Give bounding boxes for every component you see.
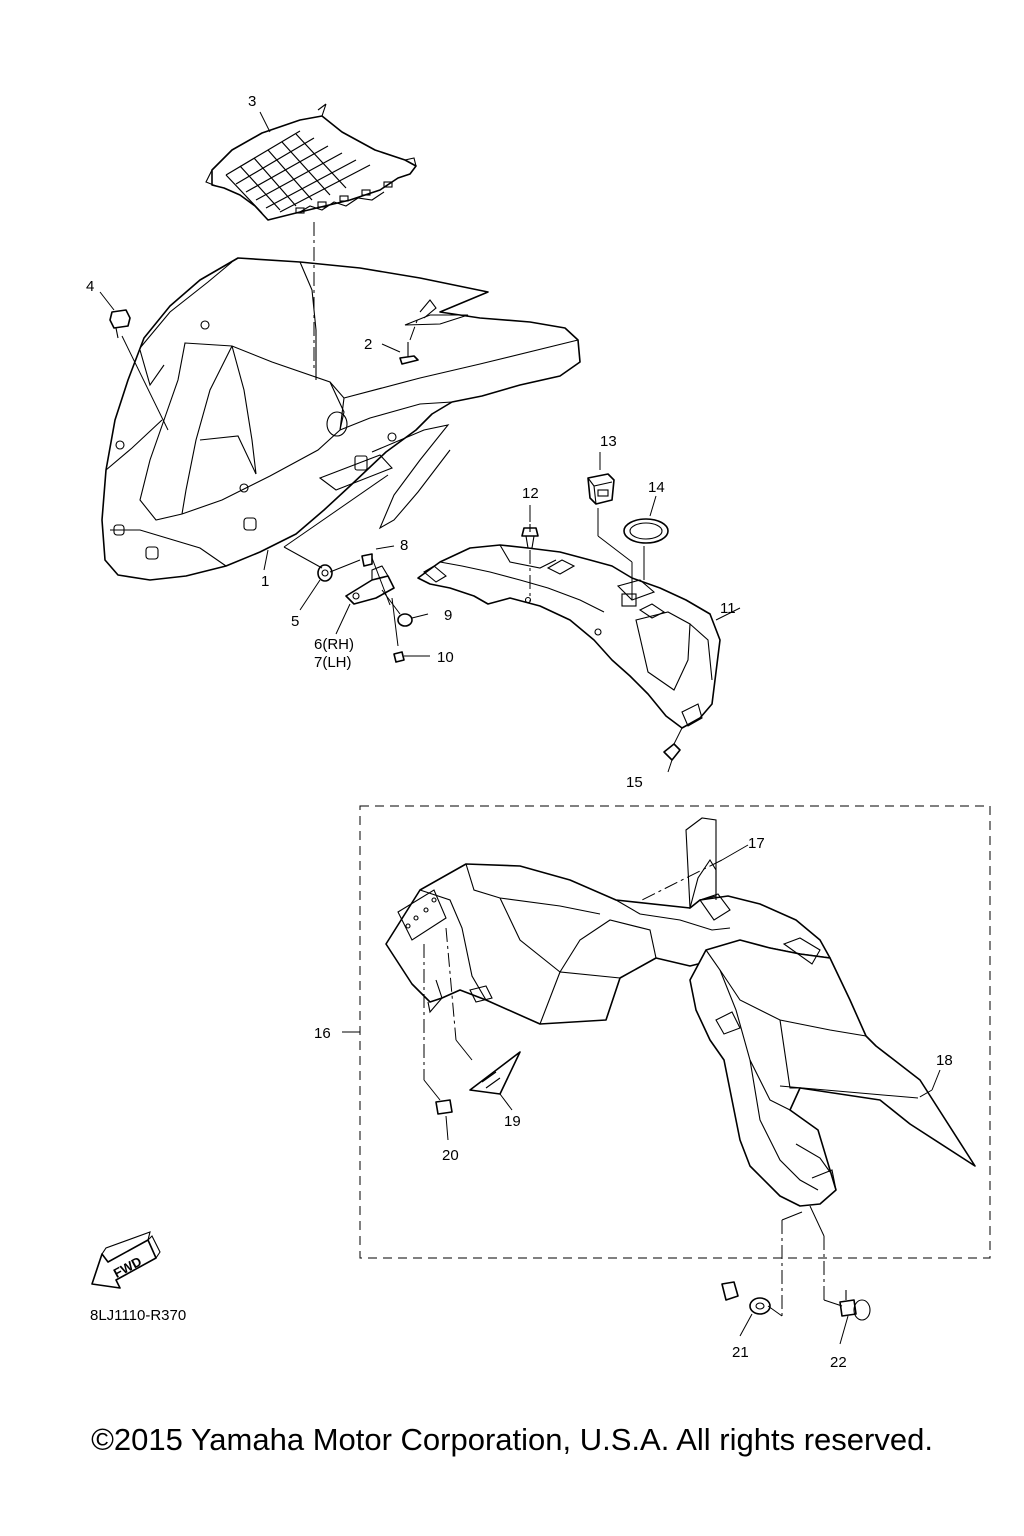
part-12-screw — [521, 524, 539, 549]
part-13-switch — [587, 473, 615, 505]
callout-labels: 3 4 2 1 5 6(RH) 7(LH) 8 9 10 11 12 13 14… — [86, 93, 953, 1371]
part-3-vent-grille — [205, 103, 417, 221]
callout-20: 20 — [442, 1147, 459, 1164]
part-17-upper-panel — [385, 817, 831, 1025]
part-19-decal — [469, 1051, 521, 1095]
part-8-clip — [361, 553, 373, 567]
part-11-inner-panel — [417, 544, 721, 729]
part-22-fastener — [839, 1290, 871, 1321]
part-6-7-bracket — [345, 565, 395, 605]
callout-16: 16 — [314, 1025, 331, 1042]
callout-8: 8 — [400, 537, 408, 554]
part-9-nut — [397, 613, 413, 627]
part-5-grommet — [317, 564, 333, 582]
callout-13: 13 — [600, 433, 617, 450]
callout-22: 22 — [830, 1354, 847, 1371]
callout-5: 5 — [291, 613, 299, 630]
callout-2: 2 — [364, 336, 372, 353]
callout-9: 9 — [444, 607, 452, 624]
part-15-clip — [663, 743, 681, 761]
callout-6: 6(RH) — [314, 636, 354, 653]
fwd-arrow-icon: FWD — [91, 1231, 161, 1289]
part-2-fastener — [399, 342, 419, 365]
callout-7: 7(LH) — [314, 654, 352, 671]
callout-17: 17 — [748, 835, 765, 852]
part-1-front-hood — [101, 257, 581, 581]
callout-12: 12 — [522, 485, 539, 502]
copyright-notice: ©2015 Yamaha Motor Corporation, U.S.A. A… — [91, 1422, 933, 1457]
drawing-code: 8LJ1110-R370 — [90, 1307, 186, 1324]
leader-lines — [99, 111, 941, 1345]
part-18-lower-panel — [689, 937, 976, 1207]
callout-14: 14 — [648, 479, 665, 496]
callout-18: 18 — [936, 1052, 953, 1069]
part-20-small-piece — [435, 1099, 453, 1115]
callout-19: 19 — [504, 1113, 521, 1130]
callout-10: 10 — [437, 649, 454, 666]
callout-15: 15 — [626, 774, 643, 791]
callout-1: 1 — [261, 573, 269, 590]
part-4-screw — [109, 309, 131, 339]
part-21-clip — [721, 1281, 771, 1315]
callout-3: 3 — [248, 93, 256, 110]
part-14-ring — [623, 518, 669, 544]
callout-11: 11 — [720, 600, 736, 617]
callout-21: 21 — [732, 1344, 749, 1361]
part-10-screw — [393, 651, 430, 663]
callout-4: 4 — [86, 278, 94, 295]
